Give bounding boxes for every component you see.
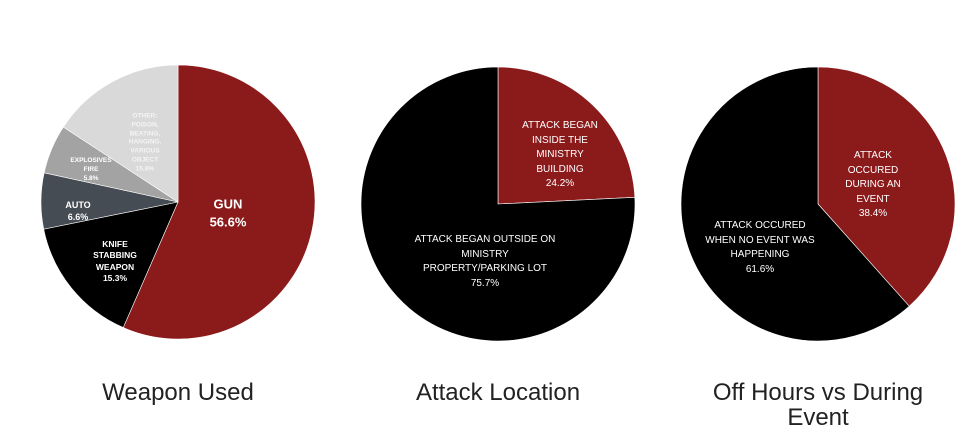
pie-slice-0-0	[122, 64, 316, 340]
pie-slice-1-1	[360, 66, 636, 342]
pie-slice-1-0	[497, 66, 636, 205]
chart-title-event: Off Hours vs During Event	[712, 379, 924, 432]
chart-title-location: Attack Location	[415, 379, 581, 406]
slice-label-outside: ATTACK BEGAN OUTSIDE ON MINISTRY PROPERT…	[414, 234, 556, 289]
slice-label-no-event: ATTACK OCCURED WHEN NO EVENT WAS HAPPENI…	[705, 220, 815, 275]
slice-label-inside: ATTACK BEGAN INSIDE THE MINISTRY BUILDIN…	[522, 119, 598, 189]
slice-label-other: OTHER: POISON, BEATING, HANGING, VARIOUS…	[128, 112, 162, 172]
pie-slice-0-4	[62, 64, 179, 203]
chart-title-weapon: Weapon Used	[102, 379, 254, 406]
pie-slice-2-1	[680, 66, 910, 342]
pie-slice-2-0	[817, 66, 956, 307]
pie-slice-0-1	[43, 201, 179, 328]
